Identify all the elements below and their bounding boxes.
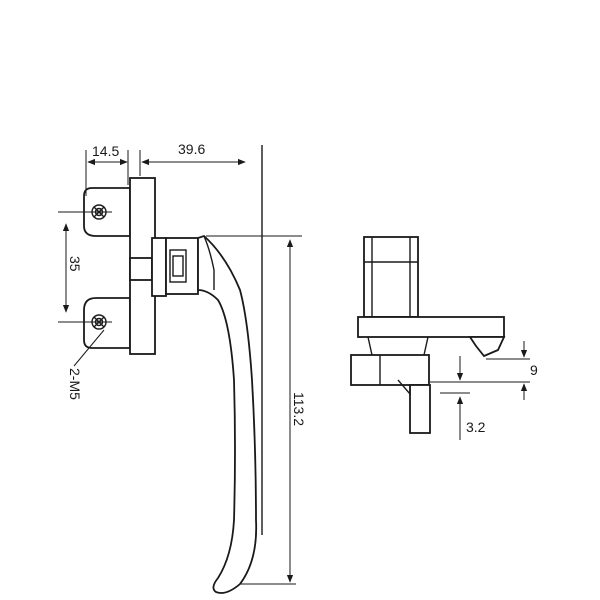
- dimension-handle-length: 113.2: [206, 235, 307, 585]
- screw-spec-label: 2-M5: [67, 368, 83, 400]
- hub-square-inner: [172, 255, 184, 277]
- handle-front-view: 14.5 39.6 35 2-M5 113.2: [58, 141, 307, 594]
- dimension-flange-offset: 14.5: [85, 143, 129, 196]
- tongue-depth-label: 3.2: [466, 419, 486, 435]
- dimension-handle-reach: 39.6: [139, 141, 246, 176]
- keeper-hook: [468, 336, 506, 358]
- lever-inner-edge: [203, 235, 215, 290]
- keeper-side-view: 9 3.2: [350, 236, 538, 440]
- handle-length-label: 113.2: [291, 392, 307, 426]
- keeper-tongue: [409, 384, 431, 434]
- keeper-base: [350, 354, 430, 386]
- collar-ring: [151, 237, 167, 297]
- dimension-screw-spec: 2-M5: [67, 329, 105, 400]
- handle-reach-label: 39.6: [178, 141, 205, 157]
- keeper-height-label: 9: [530, 362, 538, 378]
- flange-offset-label: 14.5: [92, 143, 119, 159]
- hub-square: [169, 249, 187, 283]
- lower-screw-lug: [83, 297, 131, 349]
- keeper-block: [363, 236, 419, 318]
- hole-spacing-label: 35: [67, 256, 83, 272]
- handle-lever: [197, 234, 258, 594]
- dimension-keeper-height: 9: [430, 341, 538, 400]
- spindle-collar: [129, 257, 153, 281]
- dimension-hole-spacing: 35: [62, 223, 83, 313]
- tongue-bevel: [397, 379, 411, 396]
- dimension-tongue-depth: 3.2: [440, 356, 486, 440]
- keeper-plate: [357, 316, 505, 338]
- handle-hub: [165, 237, 199, 295]
